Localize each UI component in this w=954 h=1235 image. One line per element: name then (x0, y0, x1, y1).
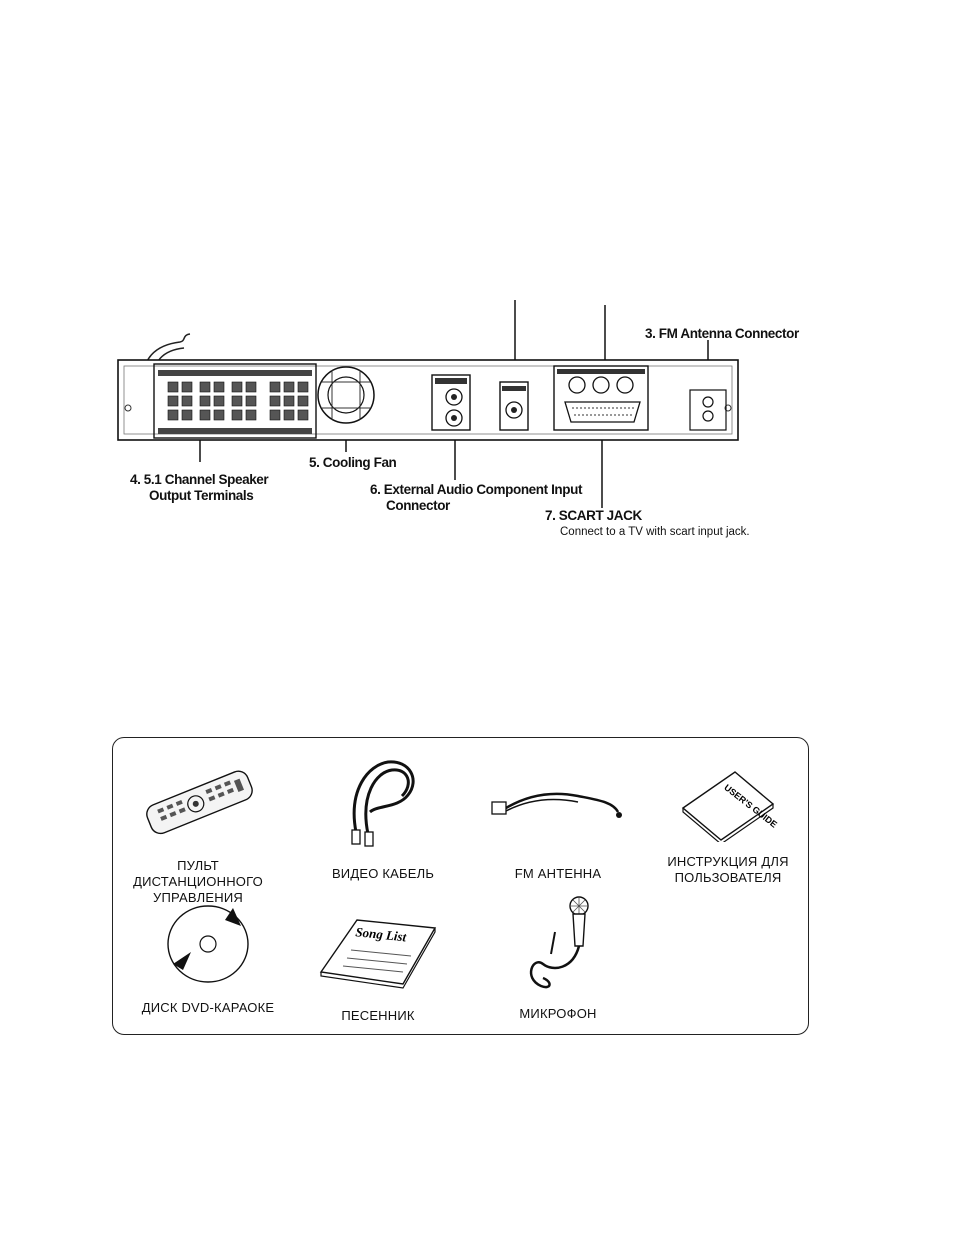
microphone-icon (529, 896, 589, 989)
speaker-terminal (231, 395, 243, 407)
speaker-terminal (181, 409, 193, 421)
songbook-label: ПЕСЕННИК (341, 1008, 415, 1023)
fm-antenna-icon (491, 792, 622, 818)
speaker-terminal (167, 381, 179, 393)
speaker-terminal (167, 395, 179, 407)
accessory-dvd-disc: ДИСК DVD-КАРАОКЕ (113, 902, 303, 1016)
speaker-terminal (231, 381, 243, 393)
speaker-terminal (245, 409, 257, 421)
remote-label-line1: ПУЛЬТ ДИСТАНЦИОННОГО (133, 858, 263, 889)
scart-jack-callout: 7. SCART JACK (545, 508, 642, 523)
songbook-icon: Song List (319, 919, 437, 989)
user-manual-icon: USER'S GUIDE (681, 771, 779, 842)
fm-antenna-label: FM АНТЕННА (514, 866, 602, 881)
speaker-terminal (283, 381, 295, 393)
speaker-terminal (181, 381, 193, 393)
speaker-terminal (297, 395, 309, 407)
speaker-terminal (283, 395, 295, 407)
remote-label-line2: УПРАВЛЕНИЯ (153, 890, 243, 905)
dvd-disc-label: ДИСК DVD-КАРАОКЕ (141, 1000, 275, 1015)
accessories-box: ПУЛЬТ ДИСТАНЦИОННОГО УПРАВЛЕНИЯ ВИДЕО КА… (112, 737, 809, 1035)
speaker-terminal (283, 409, 295, 421)
speaker-terminals-line1: 4. 5.1 Channel Speaker (130, 472, 269, 487)
dvd-disc-icon (167, 905, 249, 983)
accessory-songbook: Song List ПЕСЕННИК (303, 908, 453, 1024)
accessory-fm-antenna: FM АНТЕННА (483, 782, 633, 882)
audio-input-line1: 6. External Audio Component Input (370, 482, 583, 497)
video-cable-icon (351, 760, 415, 847)
accessory-microphone: МИКРОФОН (483, 894, 633, 1022)
speaker-terminal (231, 409, 243, 421)
user-manual-label: ИНСТРУКЦИЯ ДЛЯ ПОЛЬЗОВАТЕЛЯ (653, 854, 803, 886)
speaker-terminal (199, 381, 211, 393)
accessory-remote: ПУЛЬТ ДИСТАНЦИОННОГО УПРАВЛЕНИЯ (113, 758, 283, 906)
user-manual-label-line2: ПОЛЬЗОВАТЕЛЯ (674, 870, 782, 885)
accessory-user-manual: USER'S GUIDE ИНСТРУКЦИЯ ДЛЯ ПОЛЬЗОВАТЕЛЯ (653, 760, 803, 886)
fm-antenna-callout: 3. FM Antenna Connector (645, 326, 799, 341)
speaker-terminal (213, 381, 225, 393)
rear-panel-diagram (117, 300, 739, 508)
scart-jack-note: Connect to a TV with scart input jack. (560, 526, 750, 538)
microphone-label: МИКРОФОН (519, 1006, 597, 1021)
speaker-terminal (269, 409, 281, 421)
accessory-video-cable: ВИДЕО КАБЕЛЬ (313, 750, 453, 882)
speaker-terminal (213, 395, 225, 407)
audio-input-line2: Connector (386, 498, 450, 513)
speaker-terminal (245, 381, 257, 393)
speaker-terminal (269, 395, 281, 407)
remote-label: ПУЛЬТ ДИСТАНЦИОННОГО УПРАВЛЕНИЯ (113, 858, 283, 906)
speaker-terminal (213, 409, 225, 421)
remote-control-icon (146, 770, 253, 835)
speaker-terminals-callout: 4. 5.1 Channel Speaker Output Terminals (130, 472, 269, 504)
speaker-terminal (181, 395, 193, 407)
speaker-terminal (297, 409, 309, 421)
speaker-terminal (297, 381, 309, 393)
speaker-terminal (199, 409, 211, 421)
songbook-cover-text: Song List (355, 924, 408, 944)
speaker-terminal (199, 395, 211, 407)
user-manual-label-line1: ИНСТРУКЦИЯ ДЛЯ (667, 854, 789, 869)
speaker-terminal (269, 381, 281, 393)
speaker-terminal (245, 395, 257, 407)
audio-input-callout: 6. External Audio Component Input Connec… (370, 482, 582, 514)
speaker-terminals-line2: Output Terminals (149, 488, 254, 503)
video-cable-label: ВИДЕО КАБЕЛЬ (331, 866, 435, 881)
cooling-fan-callout: 5. Cooling Fan (309, 455, 397, 470)
speaker-terminal (167, 409, 179, 421)
